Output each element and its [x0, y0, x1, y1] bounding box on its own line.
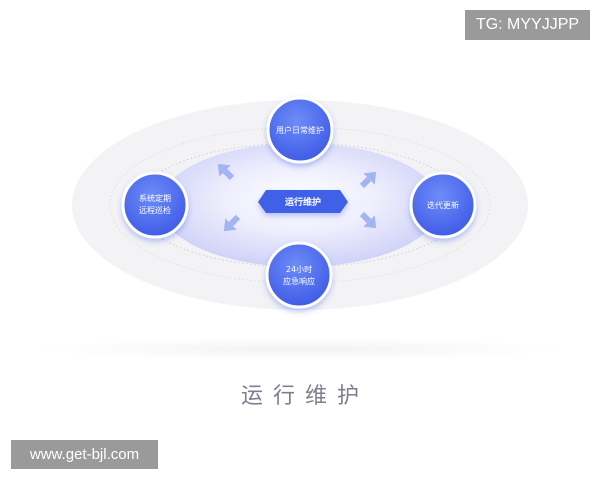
center-label: 运行维护 — [285, 196, 321, 208]
node-right: 迭代更新 — [409, 171, 477, 239]
arrow-down-right — [359, 211, 377, 229]
node-bottom-label-1: 24小时 — [286, 264, 312, 274]
node-left-label-1: 系统定期 — [139, 193, 171, 203]
center-hexagon — [258, 190, 348, 213]
arrows — [217, 163, 377, 232]
node-bottom: 24小时 应急响应 — [265, 241, 333, 309]
watermark-bottom-left: www.get-bjl.com — [11, 440, 158, 469]
watermark-top-right: TG: MYYJJPP — [465, 10, 590, 40]
arrow-down-left — [223, 214, 241, 232]
node-left-label-2: 远程巡检 — [139, 205, 171, 215]
node-top-label: 用户日常维护 — [276, 125, 324, 135]
arrow-up-left — [217, 163, 235, 181]
ground-shadow — [30, 338, 570, 360]
dotted-outer-orbit — [109, 126, 491, 284]
arrow-up-right — [359, 171, 377, 189]
diagram-caption: 运行维护 — [240, 384, 369, 409]
node-bottom-label-2: 应急响应 — [283, 276, 315, 286]
node-right-label: 迭代更新 — [427, 200, 459, 210]
node-left: 系统定期 远程巡检 — [121, 171, 189, 239]
node-top: 用户日常维护 — [266, 96, 334, 164]
